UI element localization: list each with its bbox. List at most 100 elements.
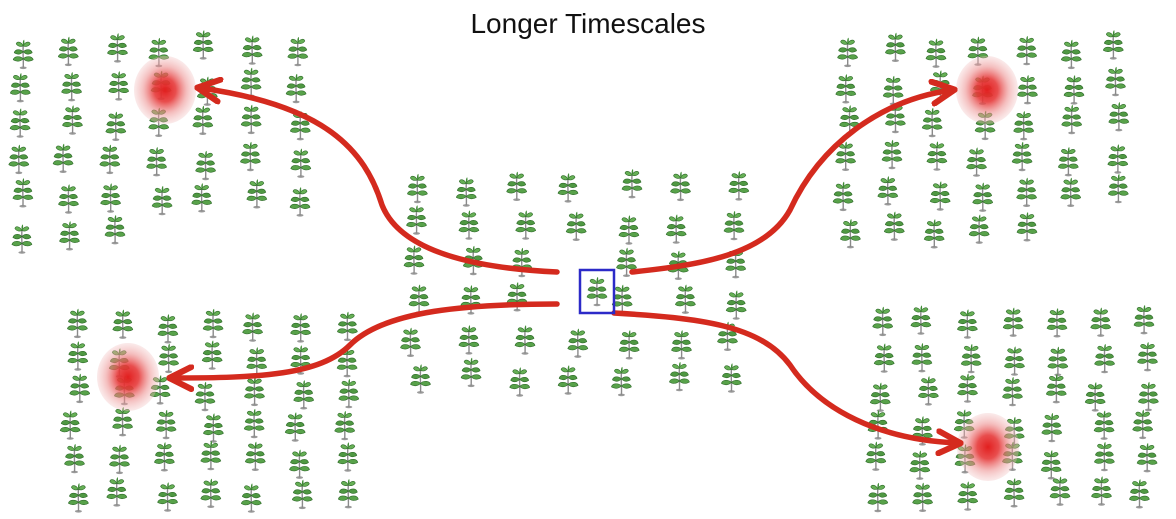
plant-icon bbox=[1002, 306, 1024, 338]
plant-icon bbox=[960, 343, 982, 374]
plant-icon bbox=[240, 104, 262, 135]
plant-icon bbox=[157, 313, 179, 345]
plant-icon bbox=[293, 379, 315, 411]
plant-icon bbox=[836, 37, 859, 68]
plant-icon bbox=[12, 177, 34, 209]
plant-icon bbox=[52, 142, 74, 174]
arrow-icon bbox=[172, 301, 560, 378]
plant-icon bbox=[557, 364, 579, 396]
plant-icon bbox=[911, 342, 933, 374]
plant-icon bbox=[911, 482, 934, 513]
plant-icon bbox=[337, 478, 359, 510]
plant-icon bbox=[190, 182, 213, 214]
plant-icon bbox=[201, 339, 223, 371]
plant-icon bbox=[610, 366, 633, 397]
plant-icon bbox=[192, 29, 214, 61]
plant-icon bbox=[460, 357, 482, 388]
center-field bbox=[399, 168, 750, 398]
plant-icon bbox=[925, 37, 947, 69]
mutation-spot-icon bbox=[957, 413, 1019, 481]
plant-icon bbox=[1049, 475, 1071, 507]
plant-icon bbox=[60, 71, 83, 103]
plant-icon bbox=[145, 146, 168, 178]
plant-icon bbox=[956, 372, 979, 404]
plant-icon bbox=[246, 178, 268, 210]
plant-icon bbox=[240, 482, 262, 514]
plant-icon bbox=[723, 210, 745, 242]
plant-icon bbox=[108, 444, 131, 475]
plant-icon bbox=[12, 39, 34, 70]
plant-icon bbox=[720, 362, 743, 394]
plant-icon bbox=[665, 213, 687, 245]
mutation-spot-icon bbox=[97, 343, 159, 411]
plant-icon bbox=[244, 441, 266, 472]
plant-icon bbox=[1137, 381, 1160, 412]
plant-icon bbox=[926, 140, 948, 172]
plant-icon bbox=[106, 476, 128, 508]
plant-icon bbox=[1090, 475, 1113, 507]
plant-icon bbox=[202, 412, 225, 444]
plant-icon bbox=[243, 408, 265, 439]
plant-icon bbox=[241, 34, 263, 66]
plant-icon bbox=[57, 36, 80, 67]
plant-icon bbox=[285, 73, 307, 104]
plant-icon bbox=[403, 244, 425, 276]
plant-icon bbox=[909, 449, 931, 481]
plant-icon bbox=[194, 381, 216, 412]
plant-icon bbox=[929, 180, 951, 212]
plant-icon bbox=[872, 306, 894, 337]
bottom-right-field bbox=[865, 304, 1160, 513]
plant-icon bbox=[1107, 173, 1130, 205]
plant-icon bbox=[1040, 449, 1062, 481]
plant-icon bbox=[8, 144, 30, 175]
plant-icon bbox=[515, 209, 537, 241]
plant-icon bbox=[99, 144, 121, 175]
plant-icon bbox=[1047, 346, 1069, 377]
plant-icon bbox=[1108, 101, 1130, 133]
plant-icon bbox=[405, 204, 428, 236]
plant-icon bbox=[1016, 74, 1039, 106]
arrow-icon bbox=[200, 88, 560, 275]
plant-icon bbox=[1041, 412, 1063, 443]
plant-icon bbox=[9, 107, 31, 139]
plant-icon bbox=[240, 67, 262, 98]
plant-icon bbox=[284, 411, 306, 443]
plant-icon bbox=[67, 340, 89, 372]
plant-icon bbox=[1084, 381, 1106, 413]
plant-icon bbox=[882, 75, 904, 106]
plant-icon bbox=[1011, 141, 1033, 172]
plant-icon bbox=[957, 480, 979, 512]
plant-icon bbox=[399, 327, 422, 358]
plant-icon bbox=[877, 175, 899, 207]
plant-icon bbox=[567, 327, 589, 359]
plant-icon bbox=[202, 308, 224, 339]
plant-icon bbox=[506, 170, 528, 202]
plant-icon bbox=[111, 406, 134, 438]
plant-icon bbox=[728, 170, 750, 202]
plant-icon bbox=[337, 441, 359, 473]
plant-icon bbox=[59, 409, 81, 441]
plant-icon bbox=[1136, 341, 1159, 373]
plant-icon bbox=[1045, 373, 1068, 405]
plant-icon bbox=[1063, 74, 1085, 106]
mutation-spot-icon bbox=[134, 56, 196, 124]
plant-icon bbox=[835, 73, 857, 105]
plant-icon bbox=[104, 214, 126, 246]
plant-icon bbox=[1102, 29, 1125, 61]
plant-icon bbox=[670, 329, 693, 361]
plant-icon bbox=[406, 173, 429, 204]
plant-icon bbox=[192, 104, 214, 136]
arrow-icon bbox=[629, 90, 952, 275]
plant-icon bbox=[965, 146, 988, 178]
plant-icon bbox=[1104, 66, 1127, 97]
plant-icon bbox=[334, 410, 356, 441]
plant-icon bbox=[1131, 409, 1154, 440]
plant-icon bbox=[618, 329, 640, 361]
plant-icon bbox=[1128, 478, 1151, 510]
plant-icon bbox=[1013, 110, 1035, 142]
plant-icon bbox=[66, 308, 89, 339]
plant-icon bbox=[63, 443, 86, 474]
plant-icon bbox=[241, 311, 264, 343]
